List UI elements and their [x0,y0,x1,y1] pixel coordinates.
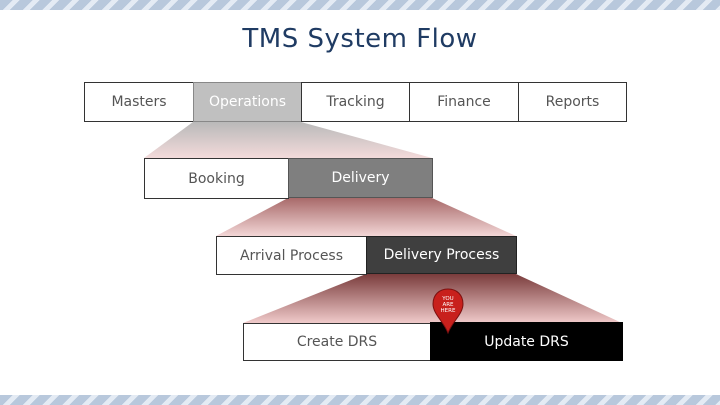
level1-finance[interactable]: Finance [409,82,519,122]
funnel-delivery-to-level3 [216,198,516,236]
level1-reports[interactable]: Reports [518,82,627,122]
you-are-here-marker-icon [432,288,464,334]
funnel-delivery-process-to-level4 [243,274,622,323]
level4-update-drs[interactable]: Update DRS [430,322,623,361]
level2-booking[interactable]: Booking [144,158,289,199]
marker-line-1: YOU [442,296,454,302]
level4-create-drs[interactable]: Create DRS [243,323,431,361]
you-are-here-label: YOU ARE HERE [434,296,462,314]
marker-line-3: HERE [440,308,456,314]
funnel-operations-to-level2 [144,122,432,158]
top-decorative-stripe [0,0,720,10]
level2-delivery[interactable]: Delivery [288,158,433,198]
bottom-decorative-stripe [0,395,720,405]
marker-line-2: ARE [442,302,454,308]
level3-arrival-process[interactable]: Arrival Process [216,236,367,275]
level1-masters[interactable]: Masters [84,82,194,122]
level1-tracking[interactable]: Tracking [301,82,410,122]
level3-delivery-process[interactable]: Delivery Process [366,236,517,274]
page-title: TMS System Flow [242,24,478,54]
level1-operations[interactable]: Operations [193,82,302,122]
